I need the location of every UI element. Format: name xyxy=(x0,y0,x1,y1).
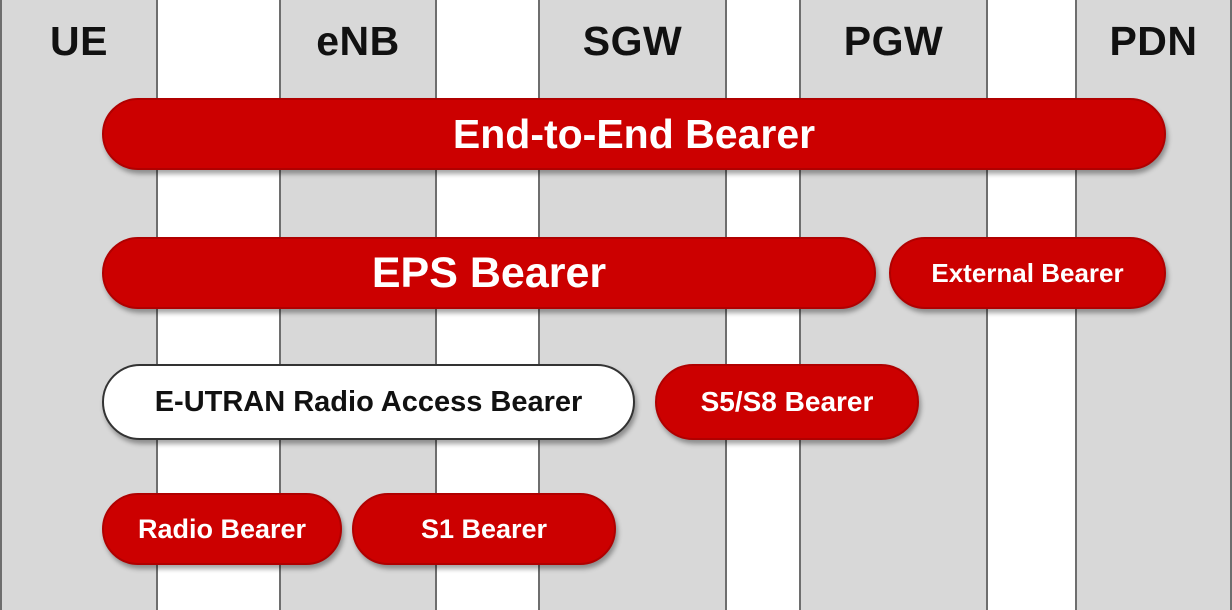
node-label-pgw: PGW xyxy=(843,18,944,64)
node-label-sgw: SGW xyxy=(582,18,683,64)
node-label-ue: UE xyxy=(50,18,108,64)
external-bearer: External Bearer xyxy=(889,237,1166,309)
node-label-pdn: PDN xyxy=(1109,18,1198,64)
s1-bearer: S1 Bearer xyxy=(352,493,616,565)
radio-bearer: Radio Bearer xyxy=(102,493,342,565)
end-to-end-bearer: End-to-End Bearer xyxy=(102,98,1166,170)
s5-s8-bearer: S5/S8 Bearer xyxy=(655,364,919,440)
e-utran-radio-access-bearer: E-UTRAN Radio Access Bearer xyxy=(102,364,635,440)
node-label-enb: eNB xyxy=(316,18,400,64)
eps-bearer: EPS Bearer xyxy=(102,237,876,309)
